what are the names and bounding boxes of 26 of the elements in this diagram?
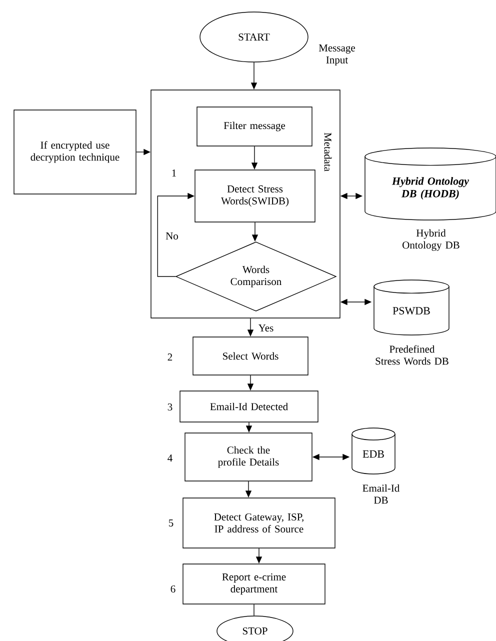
process-box: Detect Gateway, ISP, IP address of Source — [182, 498, 336, 548]
database-cylinder: PSWDB — [374, 280, 450, 336]
process-box: Select Words — [192, 336, 308, 376]
database-cylinder: EDB — [352, 428, 396, 474]
edge-label: Yes — [258, 324, 274, 332]
step-number: 1 — [172, 170, 176, 176]
step-number: 5 — [168, 520, 174, 526]
step-number: 6 — [170, 585, 176, 593]
database-caption: Predefined Stress Words DB — [376, 345, 448, 365]
process-box: Filter message — [196, 106, 312, 146]
edge-label: No — [166, 232, 178, 240]
process-box: Check the profile Details — [184, 432, 312, 482]
node-label: EDB — [362, 450, 384, 458]
step-number: 3 — [168, 403, 172, 411]
process-box: Report e-crime department — [182, 564, 326, 604]
input-caption: Message Input — [318, 44, 355, 66]
database-caption: Hybrid Ontology DB — [402, 229, 460, 251]
process-box: Detect Stress Words(SWIDB) — [194, 170, 316, 222]
process-box: If encrypted use decryption technique — [14, 110, 136, 194]
step-number: 2 — [168, 354, 172, 360]
node-label: PSWDB — [392, 307, 430, 315]
database-cylinder: Hybrid Ontology DB (HODB) — [364, 148, 496, 220]
node-label: Hybrid Ontology DB (HODB) — [392, 177, 470, 200]
database-caption: Email-Id DB — [362, 484, 400, 504]
process-box: Email-Id Detected — [180, 390, 318, 422]
step-number: 4 — [168, 454, 172, 462]
